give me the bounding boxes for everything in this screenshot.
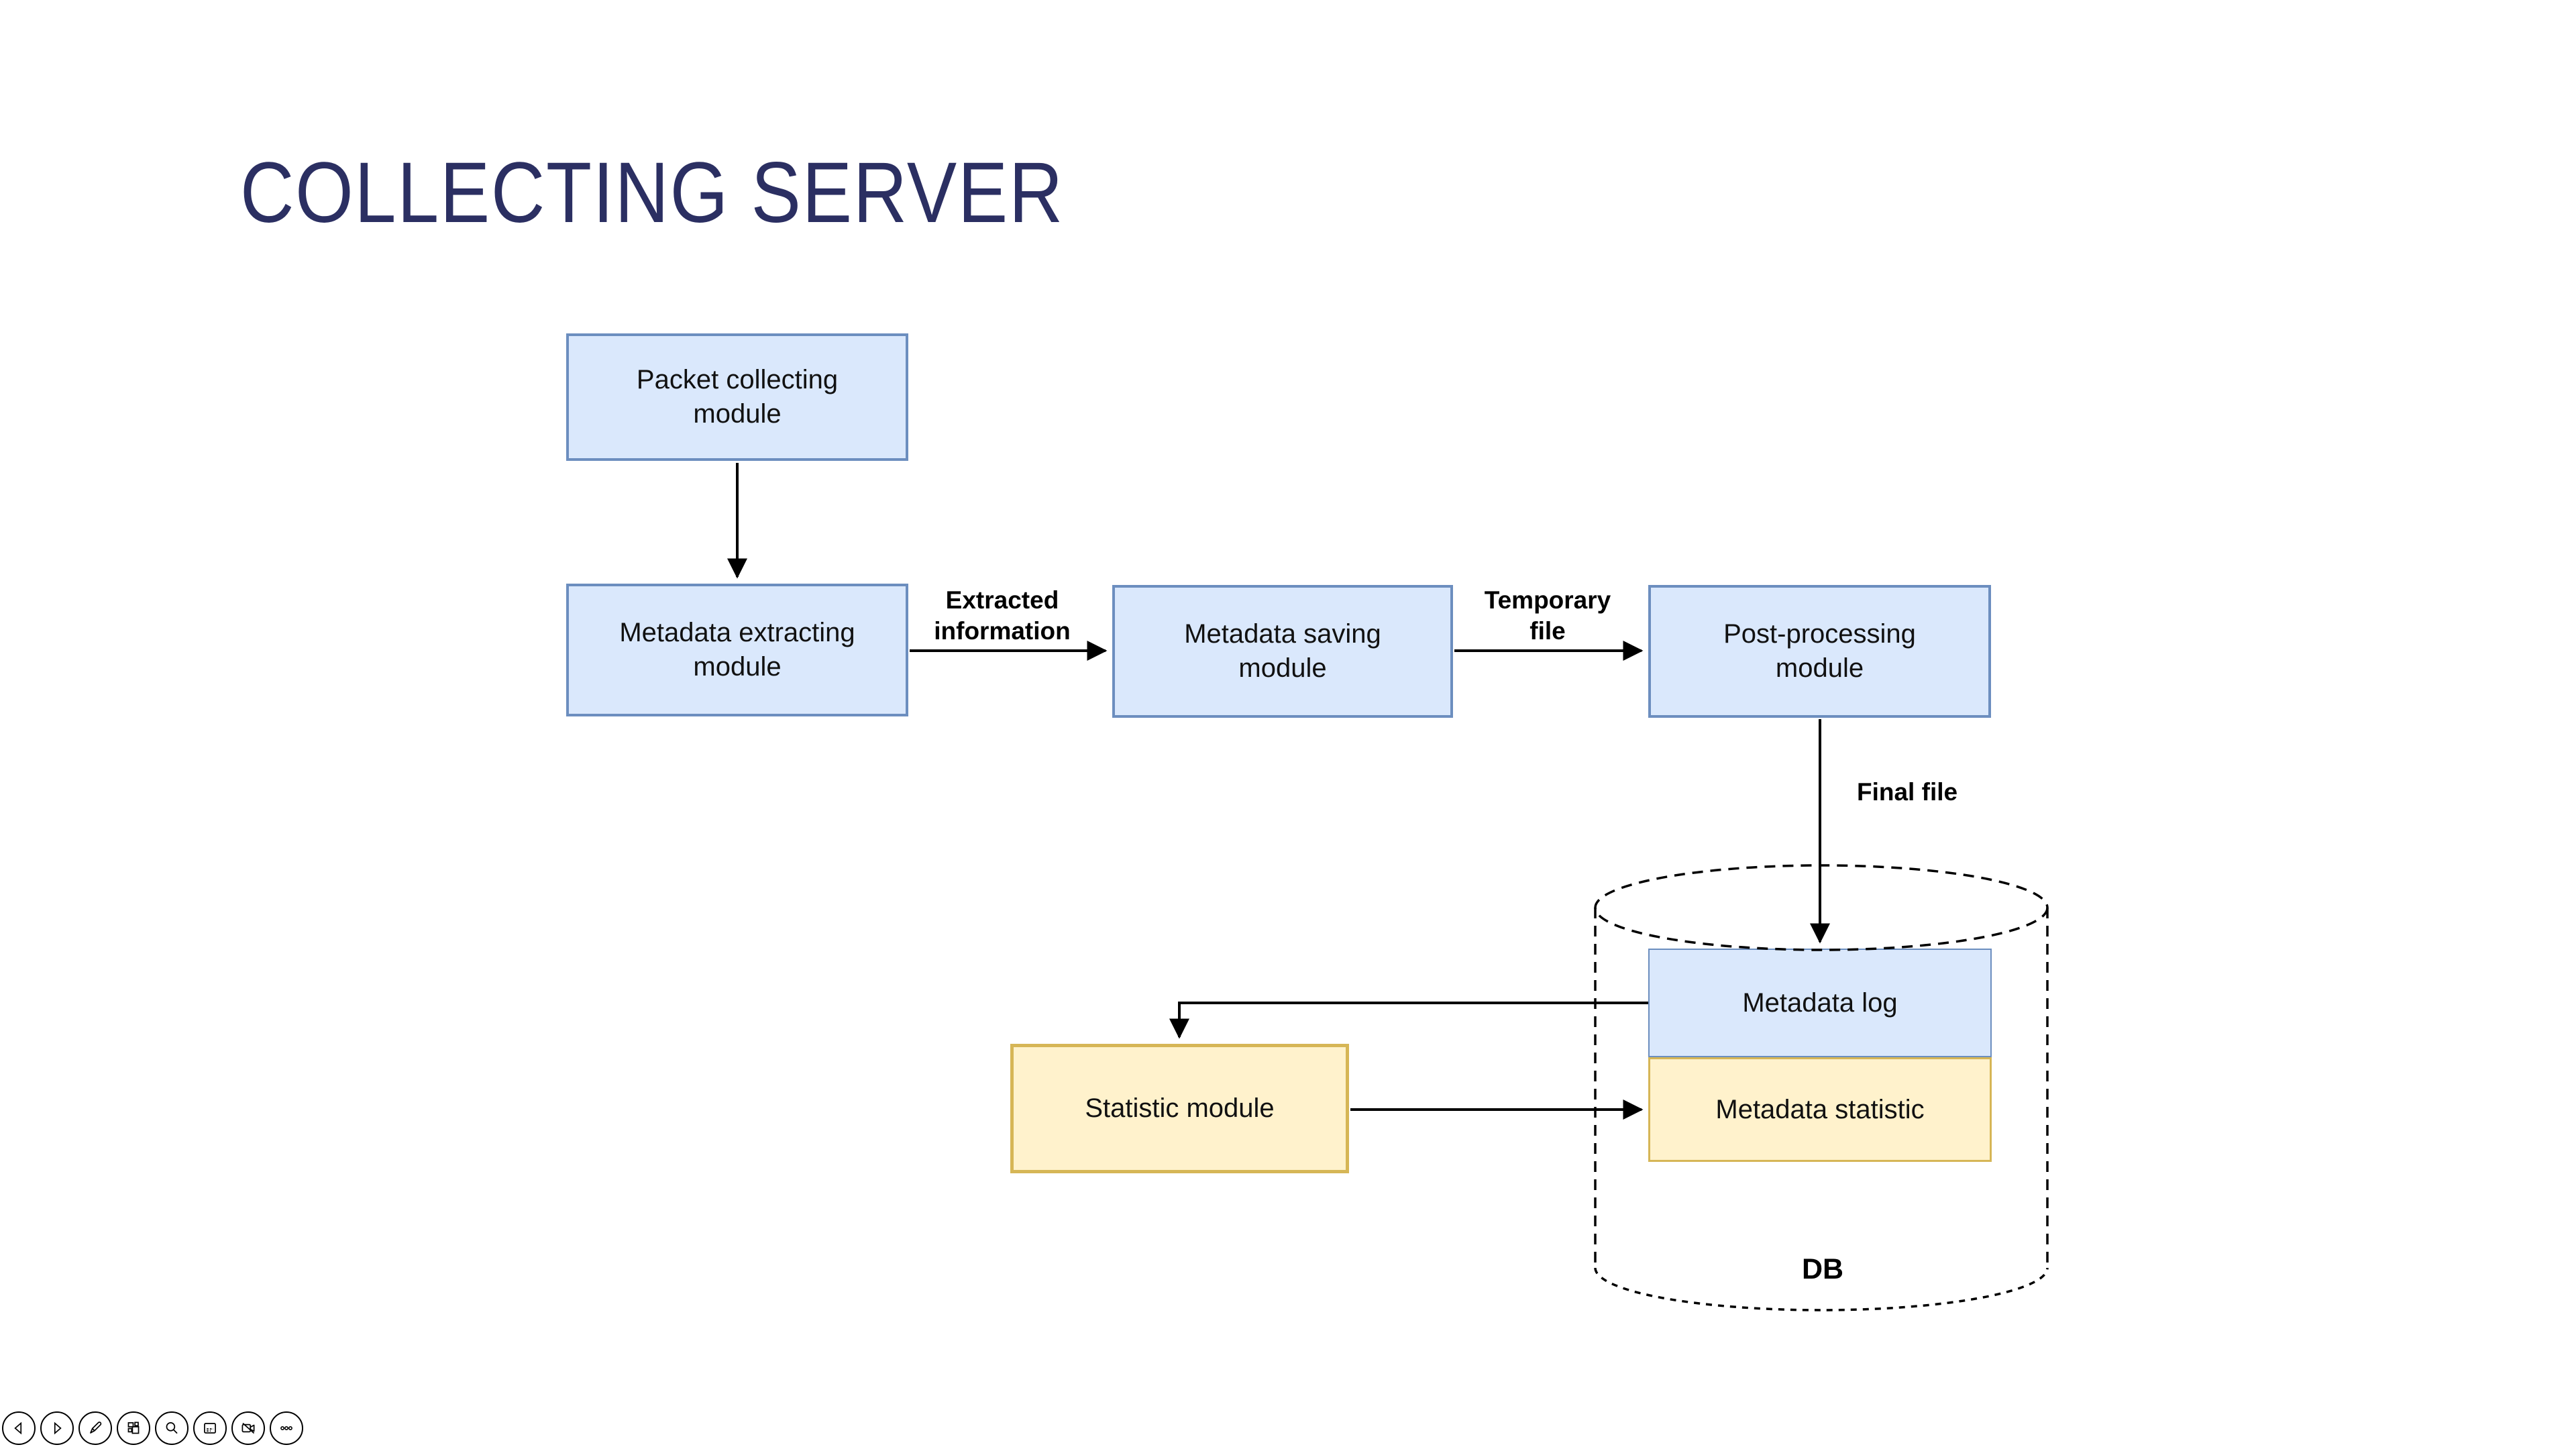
chevron-right-icon: [54, 1421, 62, 1435]
chevron-left-icon: [14, 1421, 22, 1435]
camera-off-button[interactable]: [231, 1411, 265, 1445]
magnifier-icon: [166, 1422, 178, 1434]
db-cylinder-top: [1594, 864, 2049, 951]
slides-icon: [127, 1421, 140, 1434]
node-packet-collecting-module: Packet collecting module: [566, 333, 908, 461]
edge-label-temporary-file: Temporary file: [1484, 586, 1611, 645]
slides-overview-button[interactable]: [117, 1411, 150, 1445]
notes-icon: [204, 1423, 216, 1434]
presenter-toolbar: [2, 1411, 303, 1445]
pen-icon: [90, 1421, 102, 1434]
camera-off-icon: [241, 1422, 255, 1434]
node-metadata-saving-module: Metadata saving module: [1112, 585, 1453, 718]
node-metadata-extracting-module: Metadata extracting module: [566, 584, 908, 716]
notes-button[interactable]: [193, 1411, 227, 1445]
node-metadata-statistic: Metadata statistic: [1648, 1057, 1992, 1162]
zoom-button[interactable]: [155, 1411, 189, 1445]
node-post-processing-module: Post-processing module: [1648, 585, 1991, 718]
pen-button[interactable]: [78, 1411, 112, 1445]
edge-label-extracted-information: Extracted information: [934, 586, 1071, 645]
edge-label-final-file: Final file: [1857, 778, 1958, 806]
db-label: DB: [1801, 1253, 1844, 1285]
ellipsis-icon: [280, 1426, 292, 1430]
node-metadata-log: Metadata log: [1648, 949, 1992, 1057]
more-options-button[interactable]: [270, 1411, 303, 1445]
page-title: COLLECTING SERVER: [240, 145, 1065, 241]
node-statistic-module: Statistic module: [1010, 1044, 1349, 1173]
next-slide-button[interactable]: [40, 1411, 74, 1445]
edge-log-to-statistic: [1169, 1002, 1648, 1039]
previous-slide-button[interactable]: [2, 1411, 36, 1445]
